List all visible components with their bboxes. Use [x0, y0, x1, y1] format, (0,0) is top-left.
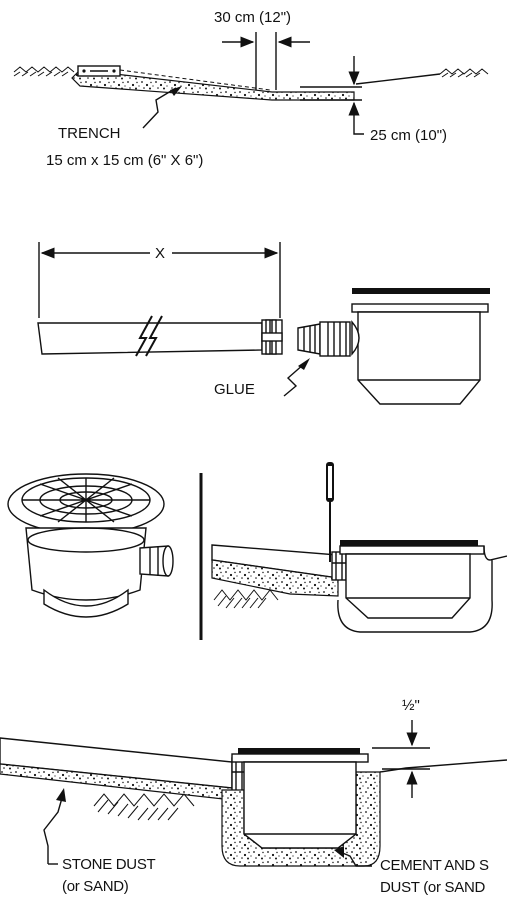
basin-body	[25, 527, 147, 601]
length-label: X	[155, 245, 165, 262]
step1-trench-diagram: 30 cm (12") 25 cm (10") TRENCH 1	[13, 9, 489, 169]
glue-label: GLUE	[214, 381, 255, 398]
stone-dust-alt: (or SAND)	[62, 878, 129, 895]
final-drain-lid	[238, 748, 360, 754]
glue-pointer	[283, 363, 305, 397]
trench-label: TRENCH	[58, 125, 121, 142]
basin-grate	[22, 477, 150, 523]
installed-drain-lid	[340, 540, 478, 546]
stone-dust-label: STONE DUST	[62, 856, 156, 873]
ground-hatch-3	[213, 589, 279, 601]
cement-label: CEMENT AND S	[380, 857, 489, 874]
cement-pointer	[339, 851, 372, 867]
adapter	[297, 323, 321, 355]
drain-rim	[351, 303, 489, 313]
trench-size-label: 15 cm x 15 cm (6" X 6")	[46, 152, 203, 169]
ground-left	[13, 66, 75, 73]
ground-hatch-4	[93, 793, 195, 807]
cement-alt: DUST (or SAND	[380, 879, 485, 896]
stone-dust-pointer	[43, 797, 63, 864]
step4-final-diagram: ½" STONE DUST (or SAND) CEMENT AND S DUS…	[0, 697, 507, 896]
ground-right	[439, 68, 489, 75]
depth-label: 25 cm (10")	[370, 127, 447, 144]
final-drain-box	[243, 761, 357, 849]
drain-box	[357, 311, 481, 405]
half-inch-label: ½"	[402, 697, 420, 714]
step2-pipe-diagram: X GLUE	[37, 242, 490, 405]
installed-hole	[337, 545, 507, 633]
drain-inlet	[351, 320, 360, 356]
step3-assembly-diagram	[7, 462, 507, 640]
installed-drain-box	[345, 553, 471, 619]
drain-lid	[352, 288, 490, 294]
trench-pointer	[142, 87, 177, 129]
gap-label: 30 cm (12")	[214, 9, 291, 26]
